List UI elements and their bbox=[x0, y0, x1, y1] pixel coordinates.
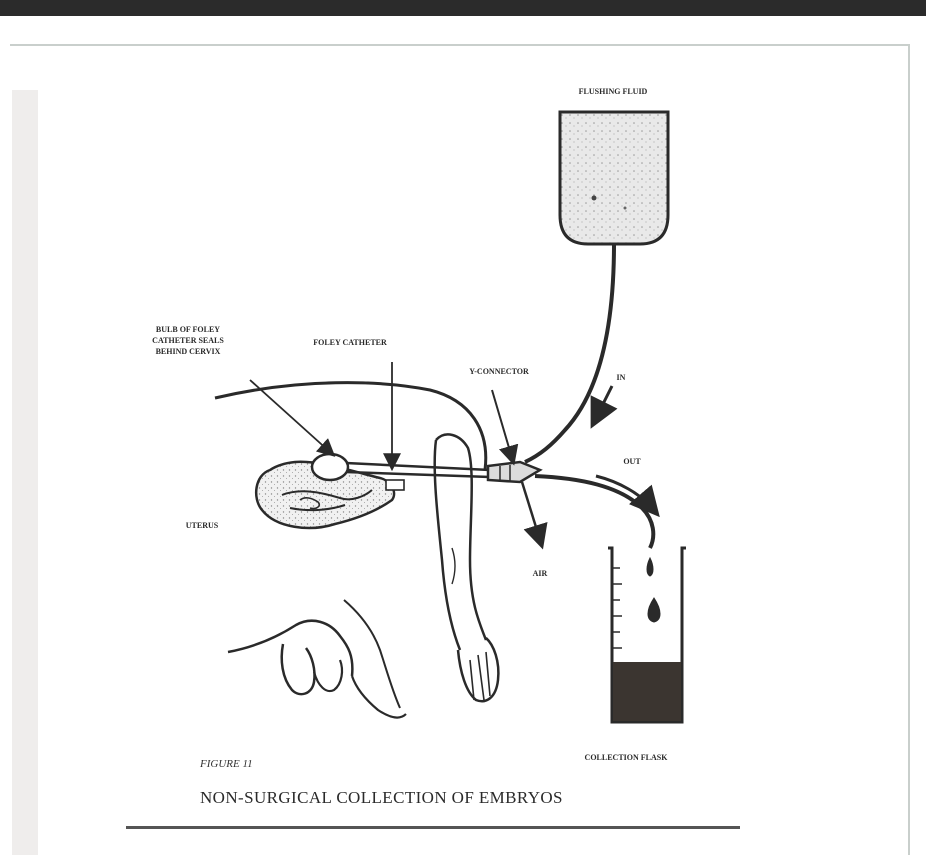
caption-rule bbox=[126, 826, 740, 829]
figure-caption: NON-SURGICAL COLLECTION OF EMBRYOS bbox=[200, 788, 563, 808]
y-connector-label: Y-CONNECTOR bbox=[444, 366, 554, 377]
collection-flask bbox=[608, 548, 686, 722]
out-label: OUT bbox=[612, 456, 652, 467]
figure-number: FIGURE 11 bbox=[200, 758, 253, 770]
rectal-arm-outline-top bbox=[215, 383, 486, 470]
air-tube bbox=[522, 482, 540, 540]
foley-catheter-label: FOLEY CATHETER bbox=[300, 337, 400, 348]
flushing-fluid-bag bbox=[560, 112, 668, 244]
in-arrow bbox=[596, 386, 612, 418]
inflow-tube bbox=[525, 244, 614, 462]
embryo-droplet bbox=[647, 558, 653, 576]
out-arrow bbox=[596, 476, 652, 508]
in-label: IN bbox=[606, 372, 636, 383]
bulb-of-foley-label: BULB OF FOLEY CATHETER SEALS BEHIND CERV… bbox=[128, 324, 248, 357]
bulb-leader-line bbox=[250, 380, 330, 452]
flushing-fluid-label: FLUSHING FLUID bbox=[558, 86, 668, 97]
outflow-tube bbox=[535, 476, 653, 548]
collection-flask-label: COLLECTION FLASK bbox=[566, 752, 686, 763]
foley-catheter-bulb bbox=[312, 454, 348, 480]
embryo-droplet-lower bbox=[648, 598, 660, 622]
cow-udder-outline bbox=[228, 600, 406, 717]
y-connector-leader-line bbox=[492, 390, 512, 458]
y-connector bbox=[488, 462, 540, 482]
uterus-label: UTERUS bbox=[172, 520, 232, 531]
flask-fluid bbox=[613, 662, 681, 721]
air-label: AIR bbox=[520, 568, 560, 579]
